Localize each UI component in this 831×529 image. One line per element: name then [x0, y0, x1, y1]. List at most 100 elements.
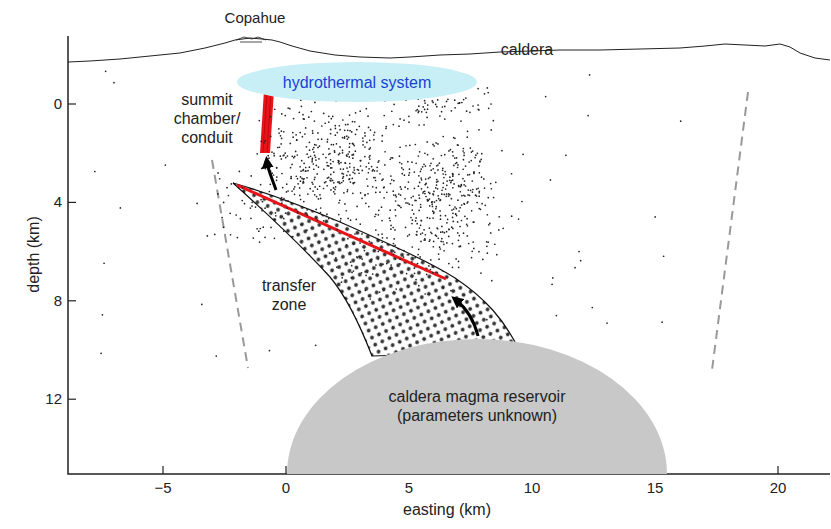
hypocentre — [467, 174, 469, 176]
hypocentre — [333, 182, 335, 184]
hypocentre — [442, 187, 444, 189]
hypocentre — [378, 234, 380, 236]
hypocentre — [411, 209, 413, 211]
hypocentre — [285, 212, 287, 214]
hypocentre — [473, 173, 475, 175]
hypocentre — [368, 206, 370, 208]
hypocentre — [472, 189, 474, 191]
hypocentre — [383, 290, 385, 292]
hypocentre — [401, 173, 403, 175]
hypocentre — [360, 165, 362, 167]
hypocentre — [330, 163, 332, 165]
hypocentre — [113, 82, 115, 84]
hypocentre — [470, 160, 472, 162]
hypocentre — [390, 225, 392, 227]
hypocentre — [339, 146, 341, 148]
hypocentre — [273, 155, 275, 157]
hypocentre — [390, 266, 392, 268]
hypocentre — [296, 139, 298, 141]
hypocentre — [355, 150, 357, 152]
hypocentre — [302, 178, 304, 180]
hypocentre — [383, 186, 385, 188]
hypocentre — [228, 195, 230, 197]
hypocentre — [332, 161, 334, 163]
hypocentre — [314, 155, 316, 157]
hypocentre — [448, 195, 450, 197]
hypocentre — [341, 182, 343, 184]
hypocentre — [250, 207, 252, 209]
hypocentre — [315, 156, 317, 158]
hypocentre — [448, 263, 450, 265]
hypocentre — [417, 263, 419, 265]
hypocentre — [445, 195, 447, 197]
hypocentre — [331, 167, 333, 169]
hypocentre — [318, 166, 320, 168]
hypocentre — [574, 267, 576, 269]
hypocentre — [347, 218, 349, 220]
hypocentre — [346, 175, 348, 177]
hypocentre — [336, 132, 338, 134]
hypocentre — [355, 112, 357, 114]
hypocentre — [330, 189, 332, 191]
hypocentre — [481, 153, 483, 155]
hypocentre — [346, 155, 348, 157]
hypocentre — [437, 188, 439, 190]
hypocentre — [258, 120, 260, 122]
hypocentre — [312, 132, 314, 134]
hypocentre — [385, 126, 387, 128]
hypocentre — [281, 197, 283, 199]
hypocentre — [352, 121, 354, 123]
hypocentre — [293, 118, 295, 120]
hypocentre — [444, 118, 446, 120]
hypocentre — [451, 209, 453, 211]
hypocentre — [445, 188, 447, 190]
hypocentre — [395, 200, 397, 202]
hypocentre — [438, 258, 440, 260]
hypocentre — [446, 222, 448, 224]
hypocentre — [289, 108, 291, 110]
flow-arrow — [456, 300, 478, 336]
hypocentre — [341, 291, 343, 293]
hypocentre — [467, 225, 469, 227]
hypocentre — [339, 129, 341, 131]
hypocentre — [442, 231, 444, 233]
hypocentre — [283, 131, 285, 133]
hypocentre — [446, 231, 448, 233]
hypocentre — [437, 143, 439, 145]
hypocentre — [326, 141, 328, 143]
hypocentre — [427, 108, 429, 110]
hypocentre — [353, 167, 355, 169]
hypocentre — [317, 188, 319, 190]
hypocentre — [418, 194, 420, 196]
hypocentre — [436, 106, 438, 108]
hypocentre — [302, 136, 304, 138]
hypocentre — [286, 207, 288, 209]
hypocentre — [482, 259, 484, 261]
hypocentre — [359, 160, 361, 162]
hypocentre — [382, 237, 384, 239]
summit-crater — [236, 37, 266, 42]
hypocentre — [344, 203, 346, 205]
hypocentre — [338, 125, 340, 127]
hypocentre — [285, 200, 287, 202]
hypocentre — [330, 159, 332, 161]
hypocentre — [290, 176, 292, 178]
hypocentre — [417, 112, 419, 114]
hypocentre — [372, 169, 374, 171]
hypocentre — [241, 200, 243, 202]
hypocentre — [439, 210, 441, 212]
hypocentre — [371, 258, 373, 260]
hypocentre — [478, 165, 480, 167]
hypocentre — [342, 119, 344, 121]
hypocentre — [353, 183, 355, 185]
hypocentre — [378, 209, 380, 211]
hypocentre — [338, 214, 340, 216]
hypocentre — [375, 180, 377, 182]
hypocentre — [430, 269, 432, 271]
axes — [68, 36, 830, 474]
hypocentre — [370, 259, 372, 261]
hypocentre — [312, 183, 314, 185]
hypocentre — [393, 243, 395, 245]
hypocentre — [313, 151, 315, 153]
hypocentre — [442, 169, 444, 171]
